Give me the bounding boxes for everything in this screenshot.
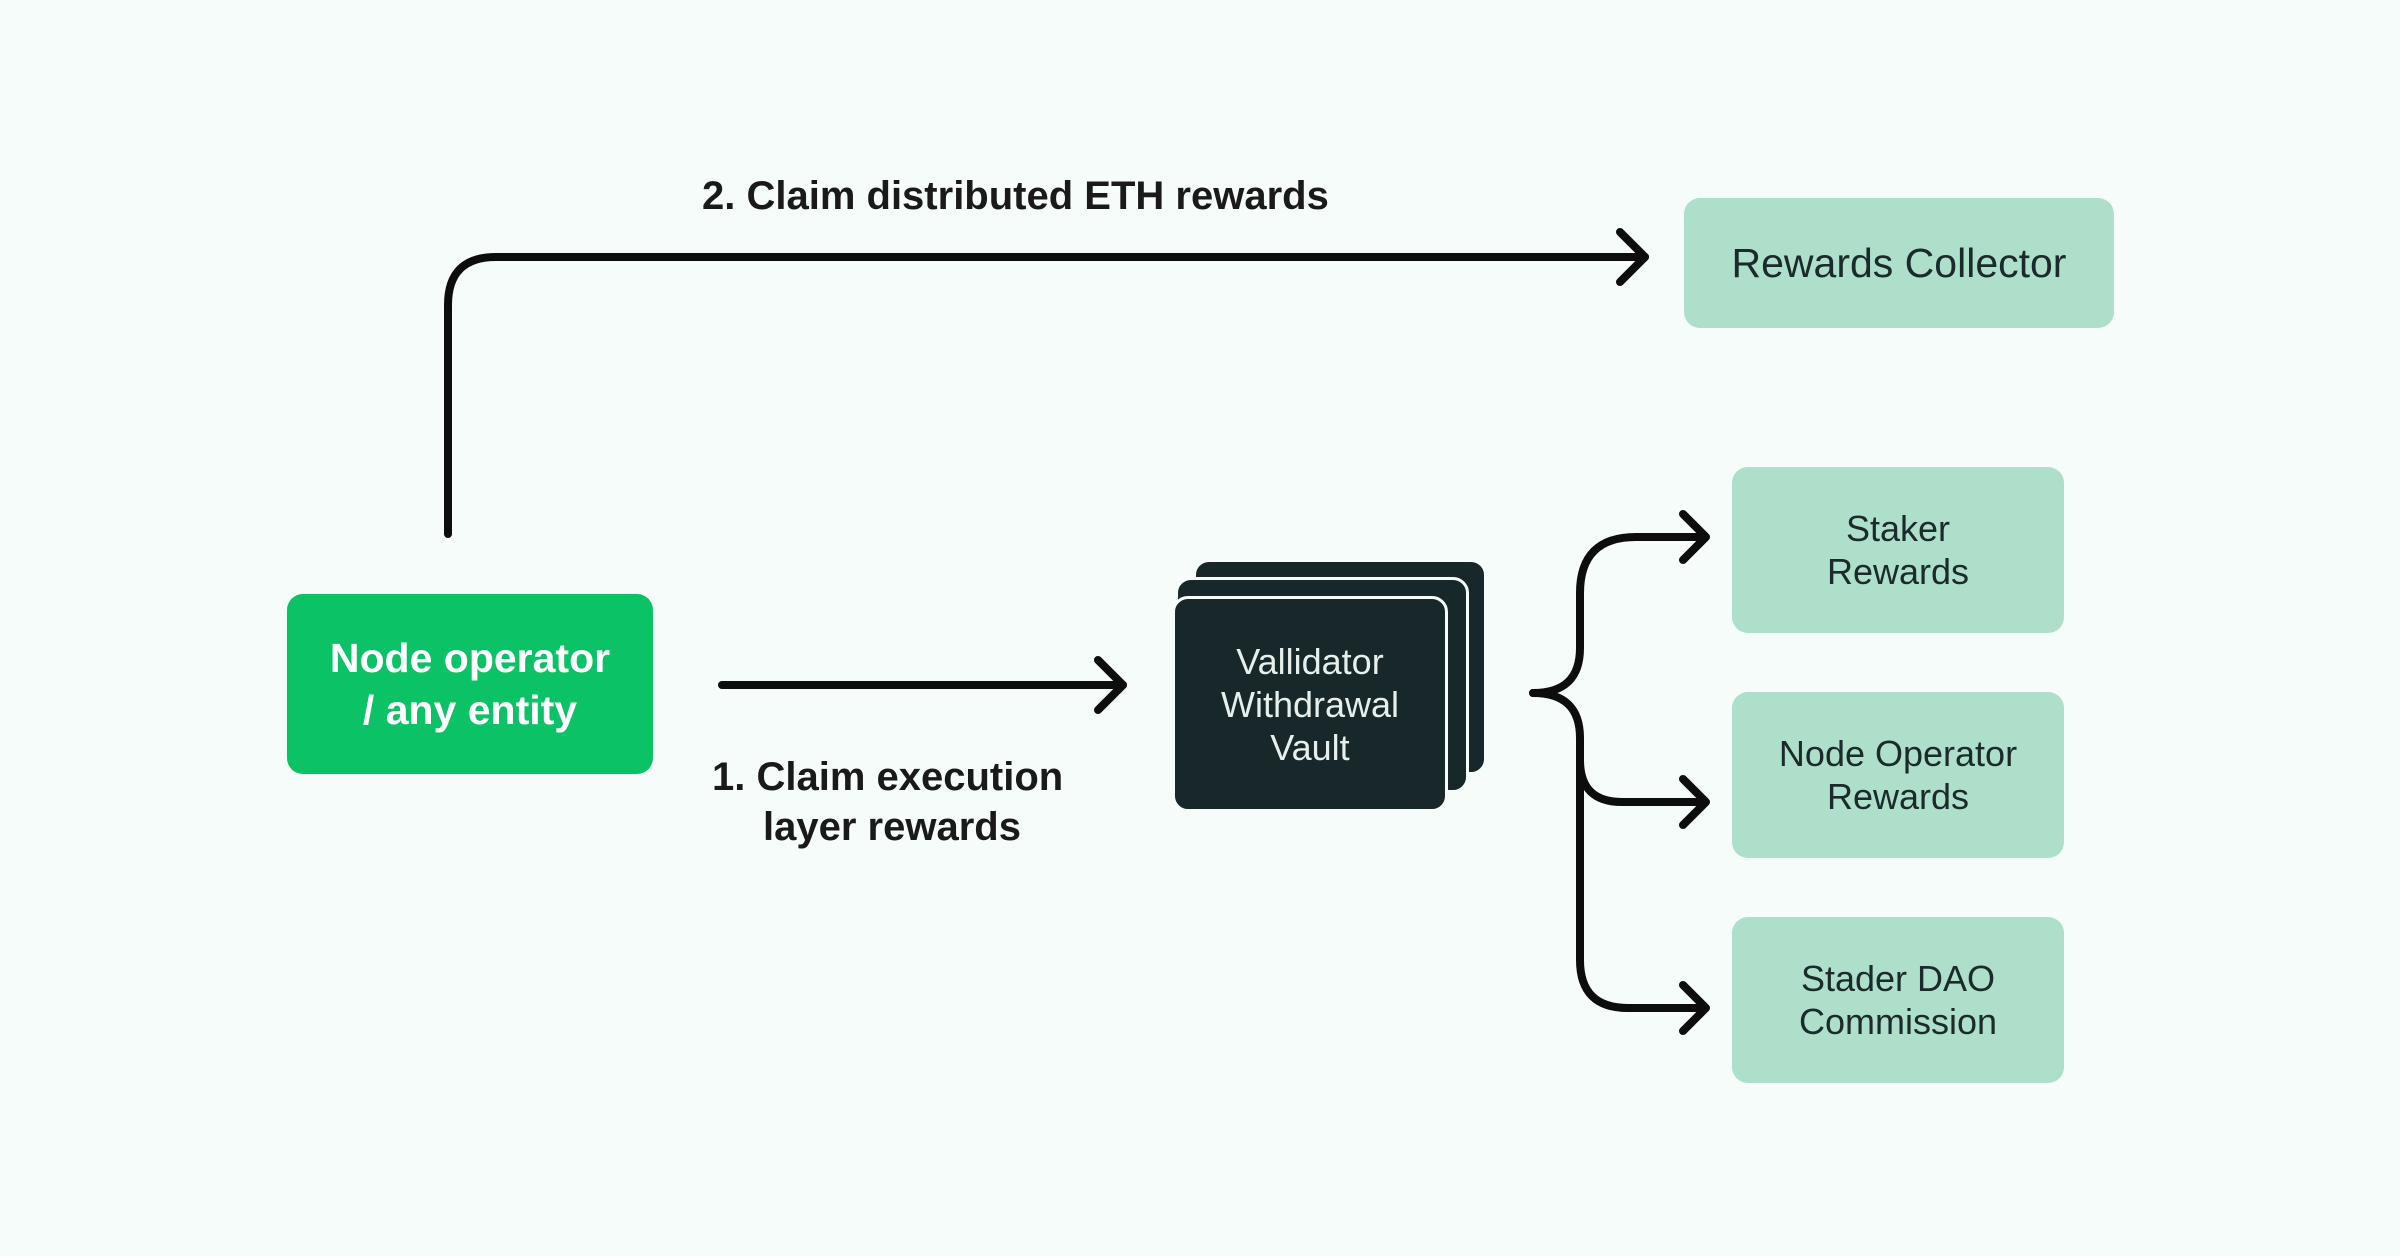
branch-node-operator-rewards: [1576, 756, 1709, 806]
stader-dao-commission-box: Stader DAO Commission: [1732, 917, 2064, 1083]
step1-line2: layer rewards: [763, 805, 1021, 849]
arrowhead-rewards-collector: [1616, 228, 1649, 286]
stader-dao-line2: Commission: [1798, 1001, 1998, 1042]
step2-label: 2. Claim distributed ETH rewards: [702, 171, 1329, 221]
brace-connector: [1529, 533, 1709, 697]
staker-rewards-box: Staker Rewards: [1732, 467, 2064, 633]
vault-line2: Withdrawal: [1220, 683, 1400, 725]
vault-line1: Vallidator: [1236, 640, 1384, 682]
step1-line1: 1. Claim execution: [712, 755, 1064, 799]
arrowhead-staker: [1679, 510, 1710, 564]
node-operator-line1: Node operator: [329, 635, 611, 681]
step1-label: 1. Claim execution layer rewards: [712, 752, 1063, 852]
arrowhead-node-operator: [1679, 775, 1710, 829]
arrowhead-dao: [1679, 981, 1710, 1035]
node-operator-rewards-line2: Rewards: [1826, 776, 1970, 817]
arrowhead-vault: [1094, 656, 1127, 714]
validator-withdrawal-vault: Vallidator Withdrawal Vault: [1172, 596, 1448, 812]
node-operator-rewards-line1: Node Operator: [1778, 733, 2018, 774]
vault-line3: Vault: [1270, 726, 1350, 768]
node-operator-box: Node operator / any entity: [287, 594, 653, 774]
staker-rewards-line1: Staker: [1845, 508, 1951, 549]
arrow-claim-eth-rewards: [444, 253, 1649, 538]
step2-text: 2. Claim distributed ETH rewards: [702, 174, 1329, 218]
node-operator-rewards-box: Node Operator Rewards: [1732, 692, 2064, 858]
stader-dao-line1: Stader DAO: [1800, 958, 1996, 999]
staker-rewards-line2: Rewards: [1826, 551, 1970, 592]
rewards-collector-box: Rewards Collector: [1684, 198, 2114, 328]
node-operator-line2: / any entity: [362, 687, 578, 733]
brace-connector-lower: [1529, 689, 1709, 1012]
rewards-collector-label: Rewards Collector: [1731, 239, 2067, 286]
